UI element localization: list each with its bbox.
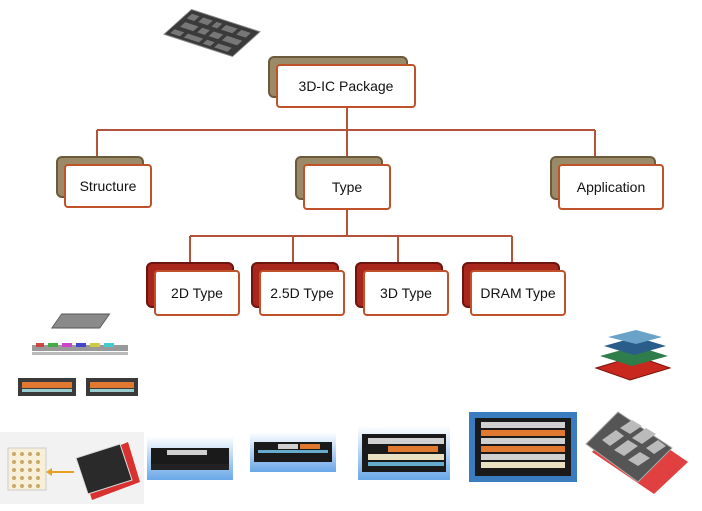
25d-package-image	[250, 432, 336, 472]
2d-package-image	[147, 436, 233, 480]
node-label: 2.5D Type	[259, 270, 345, 316]
3d-package-image	[358, 426, 450, 480]
dram-package-image	[469, 412, 577, 482]
node-label: Type	[303, 164, 391, 210]
bga-footprint-image	[0, 432, 144, 504]
node-label: 2D Type	[154, 270, 240, 316]
node-label: 3D Type	[363, 270, 449, 316]
node-label: Application	[558, 164, 664, 210]
node-label: DRAM Type	[470, 270, 566, 316]
node-label: 3D-IC Package	[276, 64, 416, 108]
node-label: Structure	[64, 164, 152, 208]
